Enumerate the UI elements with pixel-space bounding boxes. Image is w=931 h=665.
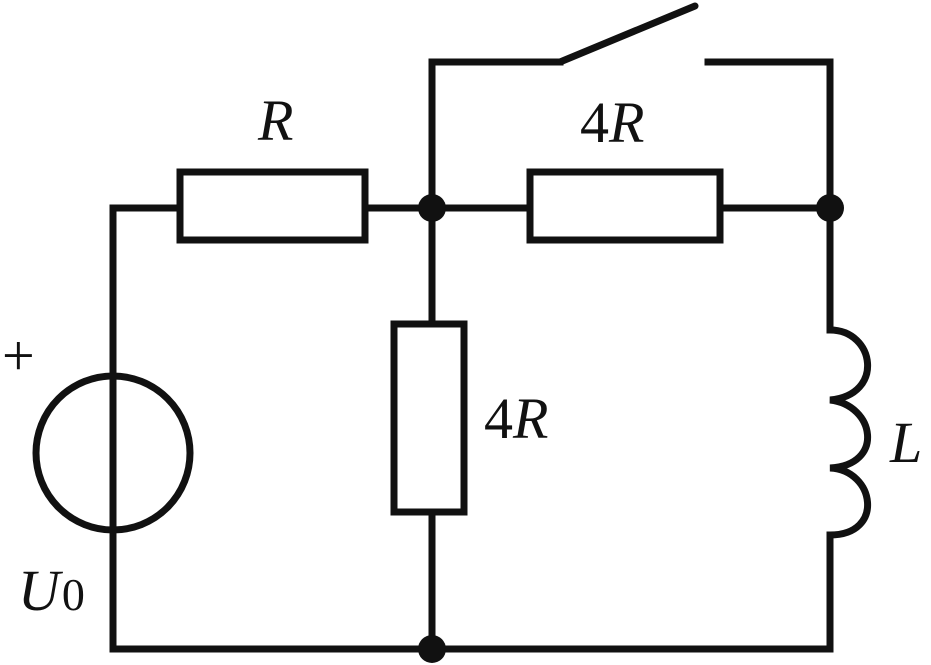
label-r-top: R [257, 88, 293, 153]
inductor-coil-icon [826, 326, 872, 539]
junction-dot-top-right [816, 194, 844, 222]
label-source-name: U0 [18, 558, 85, 623]
wire-switch-left [428, 58, 564, 212]
open-switch-icon [556, 2, 699, 66]
resistor-r-icon [176, 168, 369, 244]
wire-right-lower [428, 531, 834, 653]
label-inductor: L [889, 410, 922, 475]
junction-dot-top-mid [418, 194, 446, 222]
resistor-4r-top-icon [526, 168, 724, 244]
junction-dot-bottom-mid [418, 635, 446, 663]
label-4r-top: 4R [580, 90, 644, 155]
resistor-4r-mid-icon [390, 320, 468, 516]
label-4r-mid: 4R [484, 386, 548, 451]
label-source-plus: + [2, 323, 35, 388]
wire-switch-right [704, 58, 834, 212]
